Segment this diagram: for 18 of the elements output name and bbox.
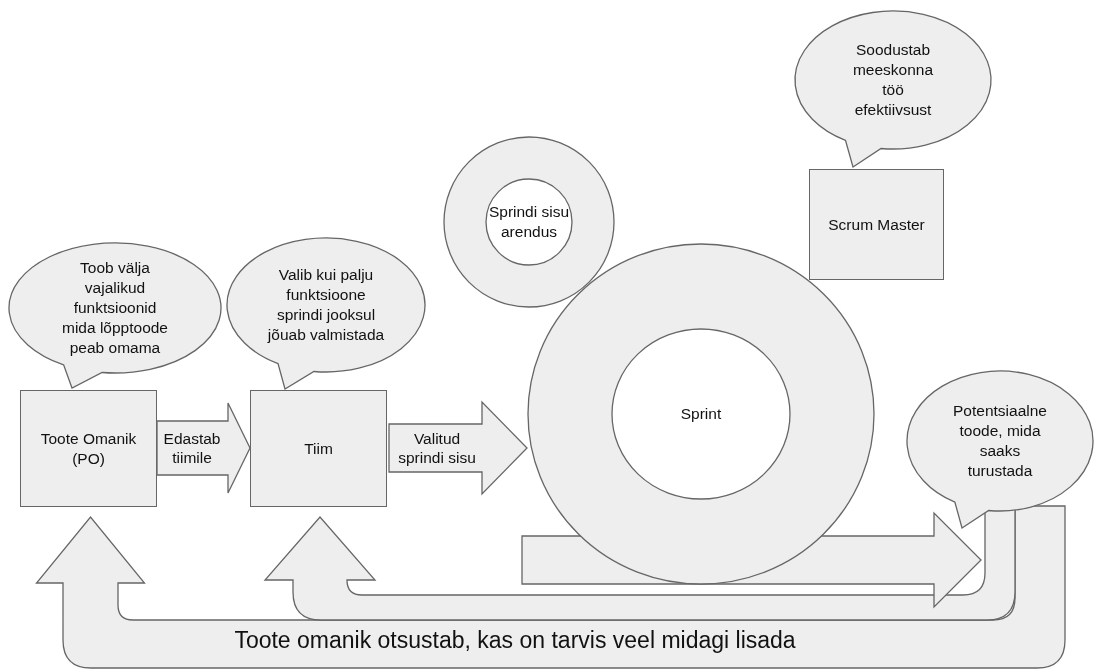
ring-label: Sprint [679,404,723,424]
box-label: Toote Omanik (PO) [39,428,138,469]
process-box [20,390,157,507]
bubble-text: Valib kui palju funktsioone sprindi jooksul jõuab valmistada [266,265,386,345]
block-arrow [388,400,528,496]
ring-label: Sprindi sisu arendus [487,202,571,242]
process-box [250,390,387,507]
edge-label: Edastab tiimile [162,428,222,468]
bubble-text: Potentsiaalne toode, mida saaks turustada [952,401,1048,481]
edge-label: Toote omanik otsustab, kas on tarvis veel midagi lisada [234,625,796,655]
block-arrow [156,402,251,494]
box-label: Tiim [303,438,334,459]
bubble-text: Toob välja vajalikud funktsioonid mida lõpptoode peab omama [61,258,169,358]
edge-label: Valitud sprindi sisu [397,428,477,468]
bubble-text: Soodustab meeskonna töö efektiivsust [851,40,935,120]
box-label: Scrum Master [827,214,926,235]
process-box [809,169,944,280]
block-arrow [35,505,1066,669]
